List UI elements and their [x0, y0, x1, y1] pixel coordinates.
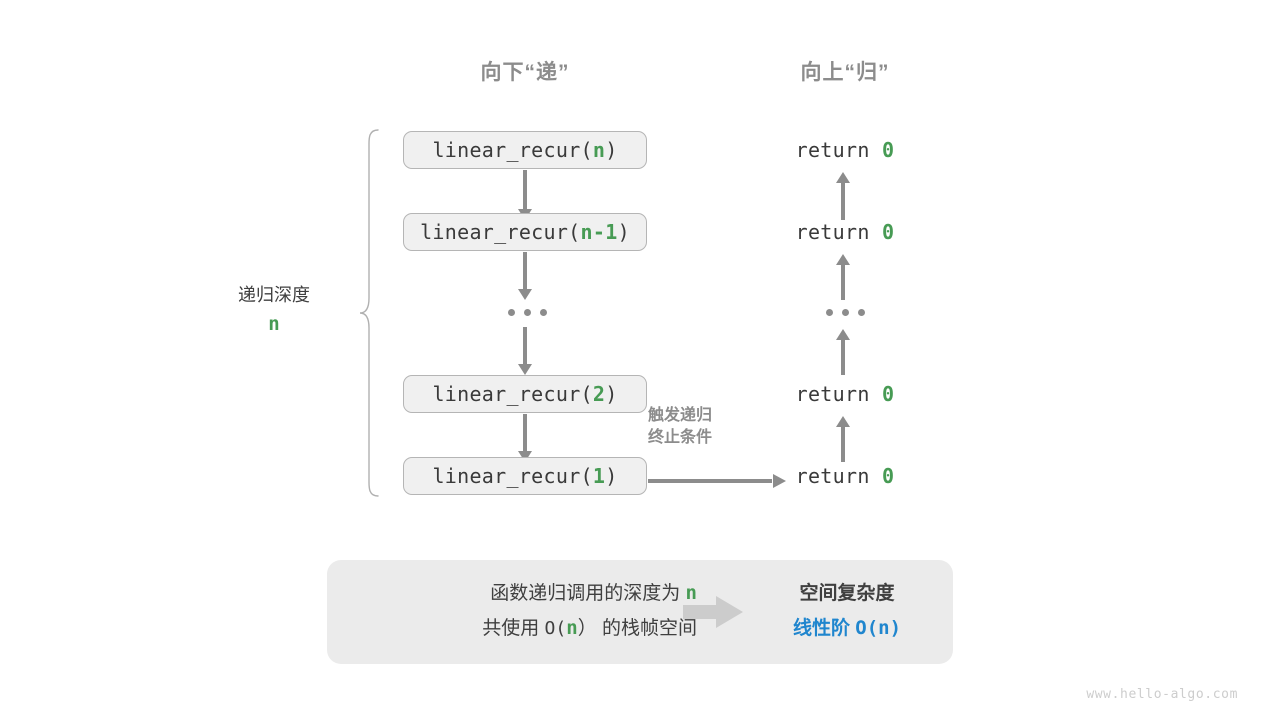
return-statement-4: return 0: [725, 138, 965, 162]
call-box-close: ): [605, 382, 618, 406]
call-box-n[interactable]: linear_recur(n): [403, 131, 647, 169]
summary-line2-bigo: O(: [544, 618, 567, 640]
termination-condition-note: 触发递归 终止条件: [648, 405, 788, 448]
arrow-down-3: [515, 327, 535, 375]
call-box-close: ): [605, 138, 618, 162]
arrow-up-1: [833, 172, 853, 220]
return-keyword: return: [795, 464, 870, 488]
return-keyword: return: [795, 382, 870, 406]
call-box-close: ): [605, 464, 618, 488]
call-box-name: linear_recur(: [432, 138, 593, 162]
arrow-down-2: [515, 252, 535, 300]
summary-line2-paren: ）: [577, 618, 597, 640]
call-box-arg: 2: [592, 382, 606, 406]
return-value: 0: [882, 464, 895, 488]
recursion-depth-value: n: [268, 312, 280, 335]
arrow-base-case: [648, 473, 786, 489]
call-box-n-minus-1[interactable]: linear_recur(n-1): [403, 213, 647, 251]
return-statement-1: return 0: [725, 464, 965, 488]
recursion-depth-text: 递归深度: [238, 285, 310, 305]
return-statement-3: return 0: [725, 220, 965, 244]
termination-note-line2: 终止条件: [648, 428, 713, 446]
return-keyword: return: [795, 138, 870, 162]
summary-line1-n: n: [685, 582, 697, 604]
column-header-ascend: 向上“归”: [800, 61, 890, 84]
summary-description: 函数递归调用的深度为 n 共使用 O(n） 的栈帧空间: [367, 576, 697, 646]
arrow-up-4: [833, 416, 853, 462]
summary-line1-text: 函数递归调用的深度为: [490, 583, 681, 604]
return-statement-2: return 0: [725, 382, 965, 406]
call-box-name: linear_recur(: [432, 464, 593, 488]
watermark: www.hello-algo.com: [1086, 687, 1238, 702]
summary-conclusion-title: 空间复杂度: [799, 583, 895, 604]
call-box-2[interactable]: linear_recur(2): [403, 375, 647, 413]
return-value: 0: [882, 220, 895, 244]
termination-note-line1: 触发递归: [648, 407, 713, 424]
arrow-down-4: [515, 414, 535, 462]
summary-conclusion-value: 线性阶 O(n): [757, 611, 937, 646]
call-box-arg: 1: [592, 464, 606, 488]
call-box-name: linear_recur(: [432, 382, 593, 406]
complexity-order-expr: O(n): [855, 617, 902, 640]
arrow-up-3: [833, 329, 853, 375]
ellipsis-left: [508, 309, 547, 316]
summary-line2-text: 共使用: [482, 618, 540, 640]
recursion-depth-brace: [358, 128, 384, 498]
summary-line2-n: n: [566, 617, 578, 640]
summary-panel: 函数递归调用的深度为 n 共使用 O(n） 的栈帧空间 空间复杂度 线性阶 O(…: [327, 560, 953, 664]
arrow-right-block-icon: [683, 596, 745, 628]
return-value: 0: [882, 382, 895, 406]
arrow-up-2: [833, 254, 853, 300]
call-box-name: linear_recur(: [420, 220, 581, 244]
summary-conclusion: 空间复杂度 线性阶 O(n): [757, 576, 937, 646]
return-value: 0: [882, 138, 895, 162]
complexity-order-label: 线性阶: [792, 618, 850, 640]
return-keyword: return: [795, 220, 870, 244]
recursion-depth-label: 递归深度 n: [175, 282, 373, 339]
column-header-descend: 向下“递”: [480, 61, 570, 84]
ellipsis-right: [826, 309, 865, 316]
summary-line2-suffix: 的栈帧空间: [601, 618, 697, 640]
call-box-arg: n-1: [580, 220, 618, 244]
call-box-1[interactable]: linear_recur(1): [403, 457, 647, 495]
call-box-arg: n: [592, 138, 606, 162]
call-box-close: ): [617, 220, 630, 244]
